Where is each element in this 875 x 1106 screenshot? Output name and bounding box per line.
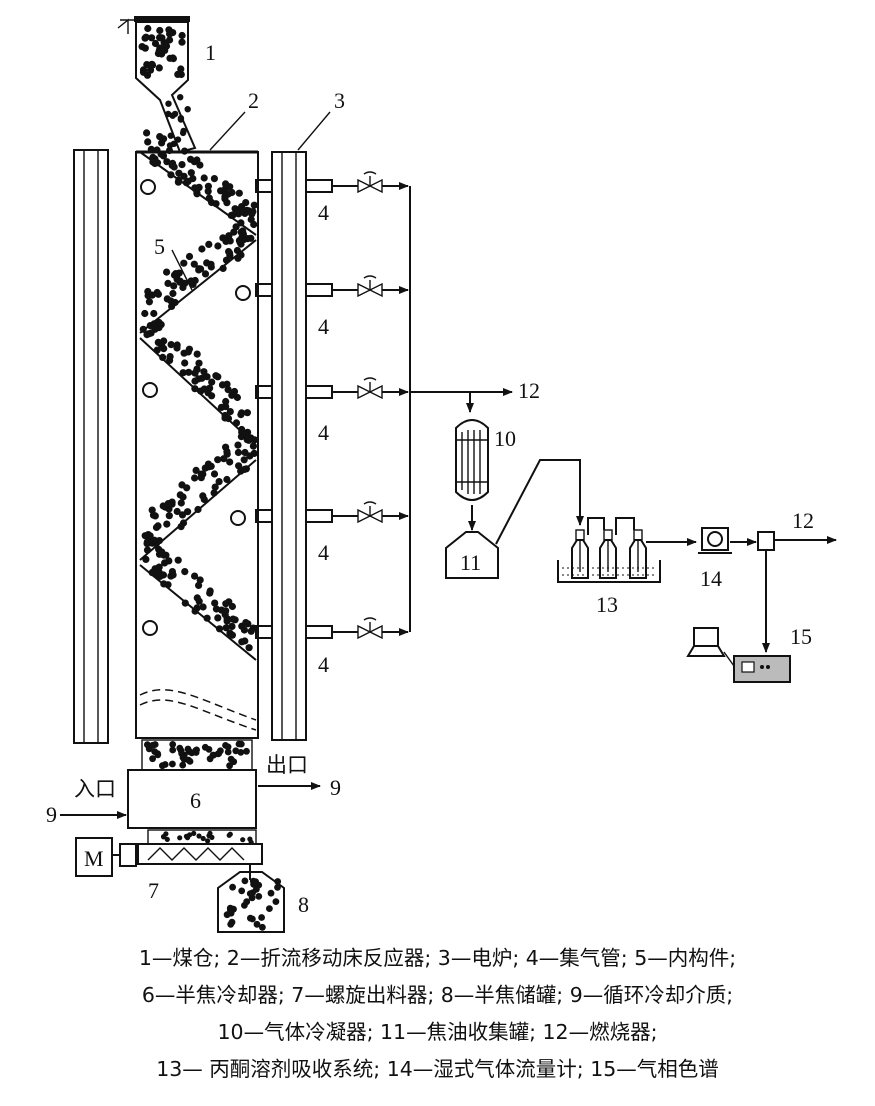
caption-line-2: 6—半焦冷却器; 7—螺旋出料器; 8—半焦储罐; 9—循环冷却介质; xyxy=(141,983,734,1007)
gas-condenser xyxy=(455,419,489,531)
label-cooler: 6 xyxy=(190,788,201,813)
tar-collection-tank xyxy=(445,459,584,579)
coal-hopper xyxy=(117,16,197,154)
screw-discharger xyxy=(75,829,263,880)
caption-line-1: 1—煤仓; 2—折流移动床反应器; 3—电炉; 4—集气管; 5—内构件; xyxy=(138,946,737,970)
label-port-4: 4 xyxy=(318,540,329,565)
label-burner-2: 12 xyxy=(792,508,814,533)
label-absorption: 13 xyxy=(596,592,618,617)
process-diagram: 1 2 3 4 4 4 4 4 5 6 7 8 9 9 10 11 12 12 … xyxy=(46,16,837,933)
label-coal-hopper: 1 xyxy=(205,40,216,65)
wet-gas-flowmeter xyxy=(698,527,757,554)
label-port-3: 4 xyxy=(318,420,329,445)
labels: 1 2 3 4 4 4 4 4 5 6 7 8 9 9 10 11 12 12 … xyxy=(46,40,814,917)
label-port-5: 4 xyxy=(318,652,329,677)
left-furnace-wall xyxy=(73,149,109,744)
label-burner-1: 12 xyxy=(518,378,540,403)
junction-box xyxy=(757,531,837,653)
label-outlet-medium: 9 xyxy=(330,775,341,800)
label-internals: 5 xyxy=(154,234,165,259)
label-char-tank: 8 xyxy=(298,892,309,917)
label-inlet: 入口 xyxy=(74,777,116,801)
gas-collector-ports xyxy=(255,171,513,640)
label-screw: 7 xyxy=(148,878,159,903)
leader-lines xyxy=(171,111,331,291)
label-flowmeter: 14 xyxy=(700,566,722,591)
char-storage-tank xyxy=(217,871,285,933)
acetone-absorption-system xyxy=(557,517,697,583)
figure-caption: 1—煤仓; 2—折流移动床反应器; 3—电炉; 4—集气管; 5—内构件; 6—… xyxy=(0,940,875,1088)
caption-line-3: 10—气体冷凝器; 11—焦油收集罐; 12—燃烧器; xyxy=(217,1020,658,1044)
label-chromatograph: 15 xyxy=(790,624,812,649)
label-condenser: 10 xyxy=(494,426,516,451)
motor-box xyxy=(75,837,113,877)
label-port-2: 4 xyxy=(318,314,329,339)
label-outlet: 出口 xyxy=(266,753,308,777)
label-motor: M xyxy=(84,846,104,871)
moving-bed-reactor xyxy=(135,129,259,739)
label-port-1: 4 xyxy=(318,200,329,225)
char-cooler xyxy=(60,739,321,829)
label-reactor: 2 xyxy=(248,88,259,113)
electric-furnace xyxy=(271,151,307,741)
label-tar-tank: 11 xyxy=(460,550,481,575)
gas-chromatograph xyxy=(686,627,791,683)
label-inlet-medium: 9 xyxy=(46,802,57,827)
caption-line-4: 13— 丙酮溶剂吸收系统; 14—湿式气体流量计; 15—气相色谱 xyxy=(156,1057,719,1081)
label-furnace: 3 xyxy=(334,88,345,113)
